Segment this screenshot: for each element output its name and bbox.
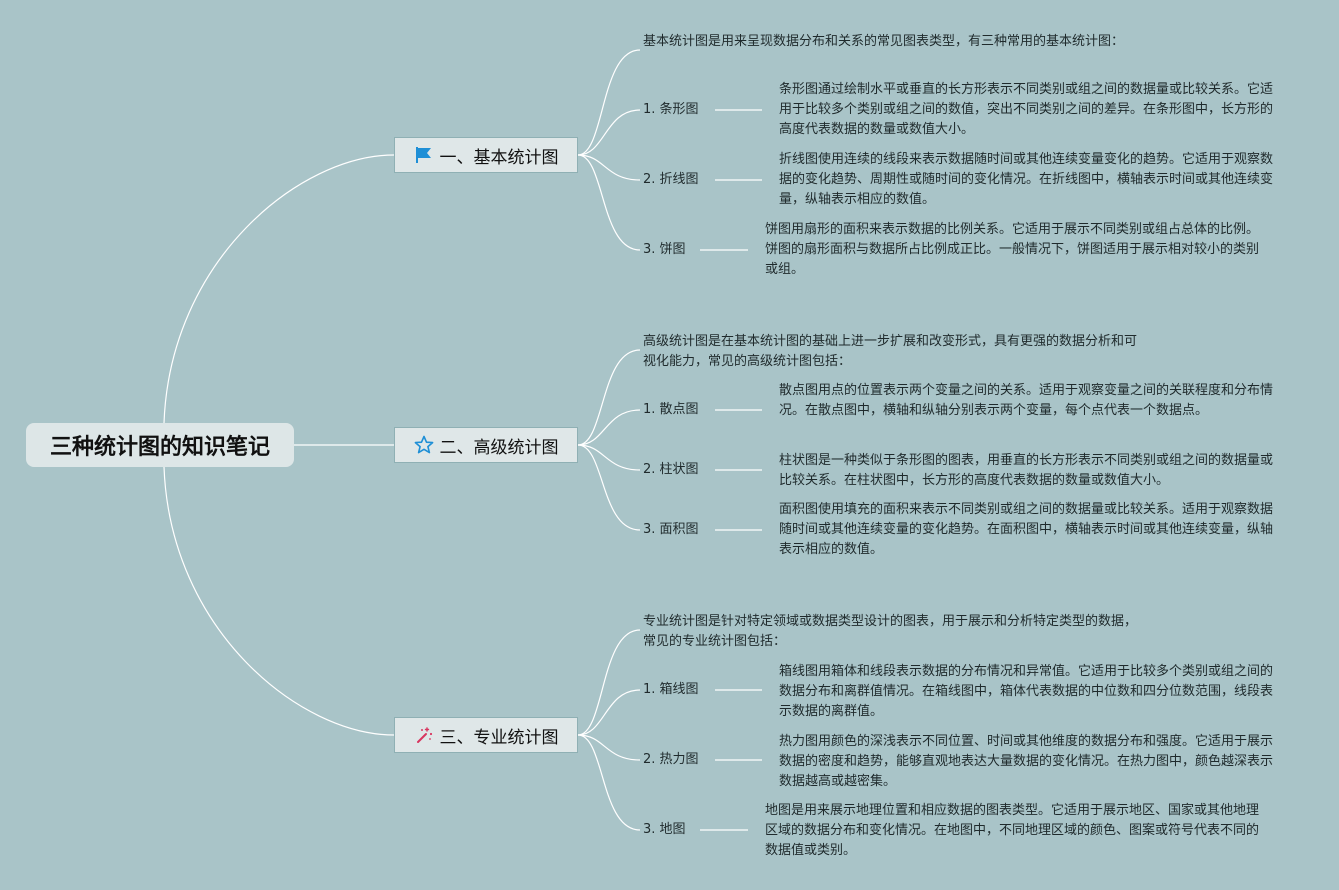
item-desc-box-plot: 箱线图用箱体和线段表示数据的分布情况和异常值。它适用于比较多个类别或组之间的数据… bbox=[779, 664, 1274, 719]
connector-s2-item2 bbox=[577, 444, 641, 471]
item-desc-map: 地图是用来展示地理位置和相应数据的图表类型。它适用于展示地区、国家或其他地理区域… bbox=[765, 803, 1260, 858]
connector-s2-item3 bbox=[577, 444, 641, 531]
item-desc-bar-chart: 条形图通过绘制水平或垂直的长方形表示不同类别或组之间的数据量或比较关系。它适用于… bbox=[779, 82, 1274, 137]
item-label-column-chart[interactable]: 2. 柱状图 bbox=[643, 462, 699, 477]
root-topic[interactable]: 三种统计图的知识笔记 bbox=[26, 423, 294, 467]
item-label-box-plot[interactable]: 1. 箱线图 bbox=[643, 682, 699, 697]
connector-s1-intro bbox=[577, 49, 641, 156]
item-desc-pie-chart: 饼图用扇形的面积来表示数据的比例关系。它适用于展示不同类别或组占总体的比例。饼图… bbox=[765, 222, 1260, 277]
star-icon bbox=[414, 435, 434, 455]
connector-s1-item2 bbox=[577, 154, 641, 181]
section-title: 一、基本统计图 bbox=[439, 147, 559, 168]
item-desc-heatmap: 热力图用颜色的深浅表示不同位置、时间或其他维度的数据分布和强度。它适用于展示数据… bbox=[779, 734, 1274, 789]
connector-root-section-3 bbox=[163, 466, 395, 736]
item-label-pie-chart[interactable]: 3. 饼图 bbox=[643, 242, 686, 257]
item-label-line-chart[interactable]: 2. 折线图 bbox=[643, 172, 699, 187]
item-desc-area-chart: 面积图使用填充的面积来表示不同类别或组之间的数据量或比较关系。适用于观察数据随时… bbox=[779, 502, 1274, 557]
item-desc-scatter-chart: 散点图用点的位置表示两个变量之间的关系。适用于观察变量之间的关联程度和分布情况。… bbox=[779, 383, 1274, 418]
flag-icon bbox=[414, 145, 434, 165]
item-label-map[interactable]: 3. 地图 bbox=[643, 822, 686, 837]
root-title: 三种统计图的知识笔记 bbox=[49, 435, 270, 460]
item-label-heatmap[interactable]: 2. 热力图 bbox=[643, 752, 699, 767]
connector-s3-item2 bbox=[577, 734, 641, 761]
section-advanced-charts[interactable]: 二、高级统计图 bbox=[394, 427, 578, 463]
connector-s3-item3 bbox=[577, 734, 641, 831]
connector-s3-item1 bbox=[577, 689, 641, 736]
connector-root-section-1 bbox=[163, 154, 395, 424]
section-title: 二、高级统计图 bbox=[439, 437, 559, 458]
connector-s1-item1 bbox=[577, 109, 641, 156]
section-intro: 专业统计图是针对特定领域或数据类型设计的图表，用于展示和分析特定类型的数据，常见… bbox=[643, 614, 1138, 649]
connector-s2-item1 bbox=[577, 409, 641, 446]
item-label-area-chart[interactable]: 3. 面积图 bbox=[643, 522, 699, 537]
section-professional-charts[interactable]: 三、专业统计图 bbox=[394, 717, 578, 753]
section-intro: 基本统计图是用来呈现数据分布和关系的常见图表类型，有三种常用的基本统计图： bbox=[643, 34, 1125, 49]
item-desc-line-chart: 折线图使用连续的线段来表示数据随时间或其他连续变量变化的趋势。它适用于观察数据的… bbox=[779, 152, 1274, 207]
item-label-bar-chart[interactable]: 1. 条形图 bbox=[643, 102, 699, 117]
section-title: 三、专业统计图 bbox=[439, 727, 559, 748]
connector-s3-intro bbox=[577, 629, 641, 736]
connector-s2-intro bbox=[577, 349, 641, 446]
item-label-scatter-chart[interactable]: 1. 散点图 bbox=[643, 402, 699, 417]
connector-s1-item3 bbox=[577, 154, 641, 251]
section-intro: 高级统计图是在基本统计图的基础上进一步扩展和改变形式，具有更强的数据分析和可视化… bbox=[643, 334, 1138, 369]
section-basic-charts[interactable]: 一、基本统计图 bbox=[394, 137, 578, 173]
magic-wand-icon bbox=[414, 725, 434, 745]
item-desc-column-chart: 柱状图是一种类似于条形图的图表，用垂直的长方形表示不同类别或组之间的数据量或比较… bbox=[779, 453, 1274, 488]
